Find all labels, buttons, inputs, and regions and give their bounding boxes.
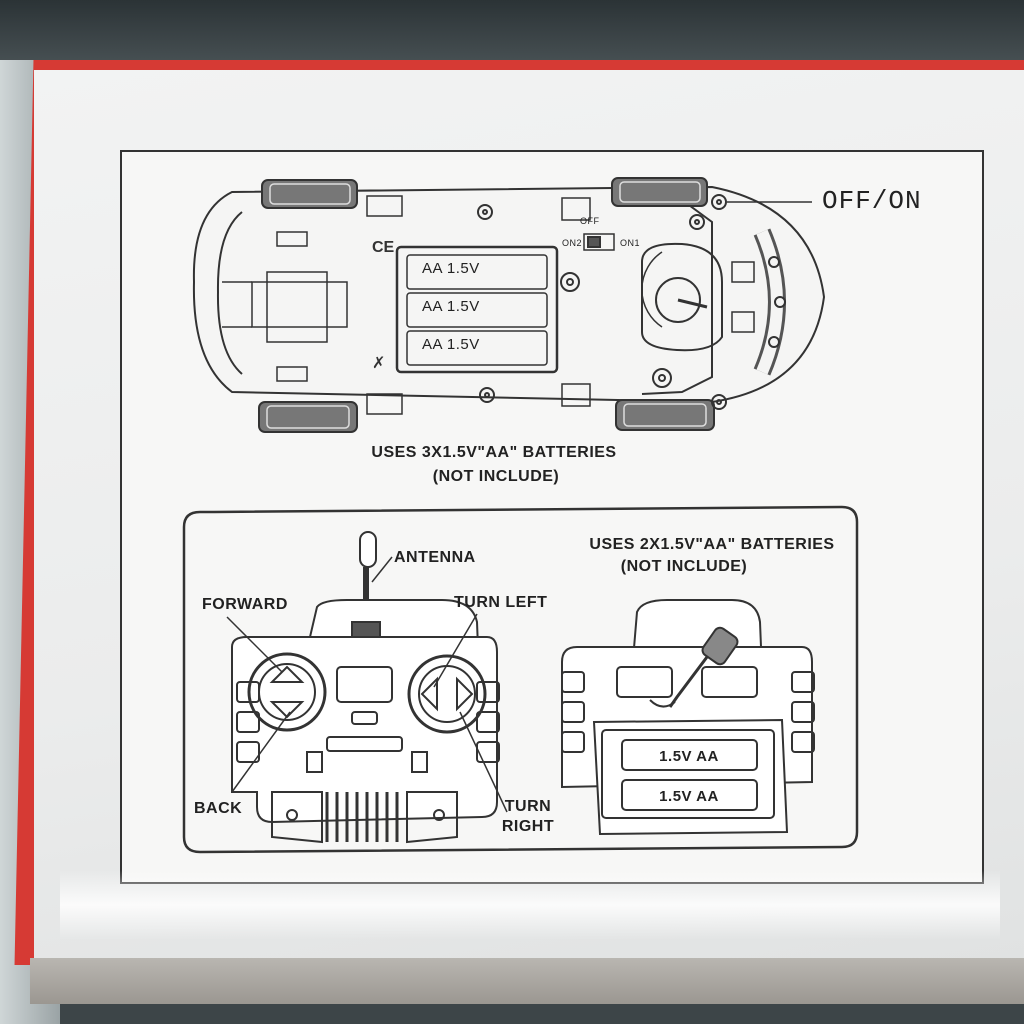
remote-battery-note: USES 2X1.5V"AA" BATTERIES [589, 536, 835, 553]
off-on-label: OFF/ON [822, 186, 922, 216]
wheel-front-left [261, 179, 358, 209]
car-battery-note-2: (NOT INCLUDE) [432, 468, 560, 485]
switch-on1-label: ON1 [620, 238, 641, 248]
wheel-rear-right [615, 399, 715, 431]
background-top [0, 0, 1024, 70]
remote-battery-note-2: (NOT INCLUDE) [620, 558, 748, 575]
recycle-bin-icon: ✗ [372, 355, 385, 372]
wheel-rear-left [611, 177, 708, 207]
ce-mark-icon: CE [372, 239, 395, 256]
box-bottom-edge [30, 958, 1024, 1004]
back-label: BACK [194, 800, 243, 817]
turn-right-label-2: RIGHT [501, 818, 555, 835]
car-battery-1-label: AA 1.5V [422, 260, 480, 277]
switch-on2-label: ON2 [562, 238, 583, 248]
instruction-panel: CE ✗ AA 1.5V AA 1.5V AA 1.5V OFF ON1 ON2… [120, 150, 984, 884]
remote-control-diagram [182, 505, 859, 854]
car-battery-2-label: AA 1.5V [422, 298, 480, 315]
car-battery-note: USES 3X1.5V"AA" BATTERIES [371, 444, 617, 461]
remote-battery-1-label: 1.5V AA [659, 748, 719, 765]
turn-left-label: TURN LEFT [454, 594, 548, 611]
turn-right-label: TURN [504, 798, 552, 815]
antenna-label: ANTENNA [394, 549, 476, 566]
car-underside-diagram: CE ✗ [192, 177, 826, 433]
car-battery-3-label: AA 1.5V [422, 336, 480, 353]
remote-battery-2-label: 1.5V AA [659, 788, 719, 805]
switch-off-label: OFF [580, 216, 600, 226]
forward-label: FORWARD [202, 596, 288, 613]
wheel-front-right [258, 401, 358, 433]
